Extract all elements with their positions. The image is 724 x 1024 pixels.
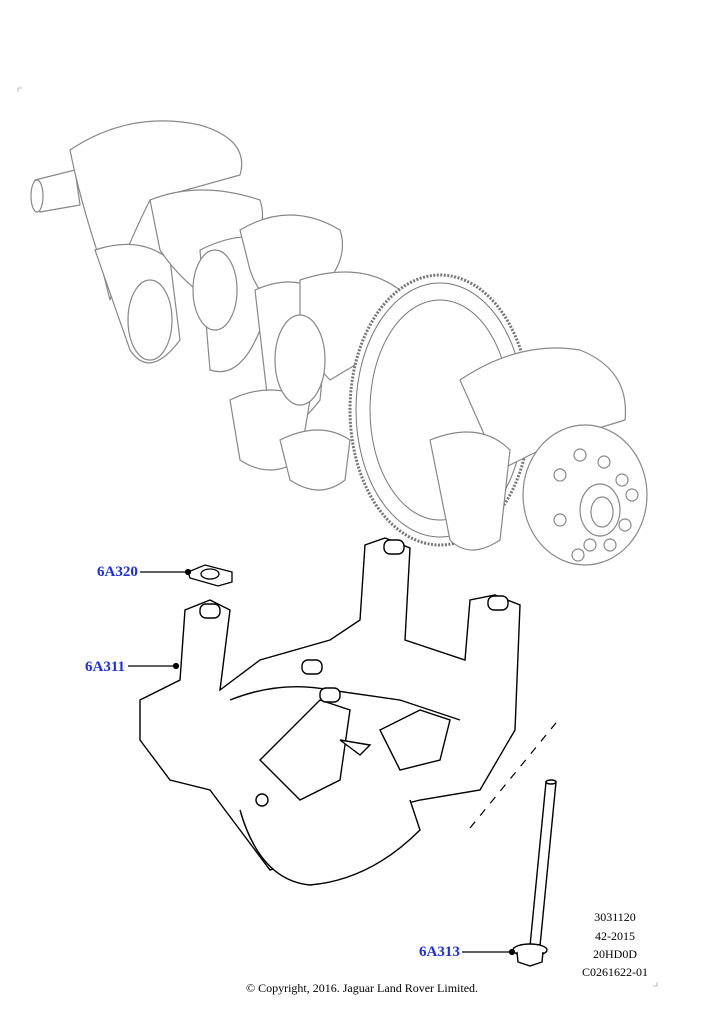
gasket-6A320: [187, 564, 233, 587]
copyright-notice: © Copyright, 2016. Jaguar Land Rover Lim…: [245, 981, 479, 995]
reference-line-3: 20HD0D: [593, 947, 637, 961]
reference-line-1: 3031120: [594, 910, 636, 924]
callout-6A313[interactable]: 6A313: [419, 944, 460, 960]
reference-line-4: C0261622-01: [582, 965, 648, 979]
leader-lines: [128, 568, 516, 956]
crankshaft: [30, 120, 401, 491]
dashed-guide: [469, 717, 561, 829]
bolt-6A313: [512, 779, 557, 967]
callout-6A320[interactable]: 6A320: [97, 564, 138, 580]
callout-6A311[interactable]: 6A311: [85, 659, 126, 675]
crank-nose: [429, 347, 648, 566]
oil-pump-6A311: [139, 537, 521, 886]
corner-marks: [17, 87, 658, 987]
gear: [348, 273, 532, 547]
reference-line-2: 42-2015: [595, 929, 635, 943]
